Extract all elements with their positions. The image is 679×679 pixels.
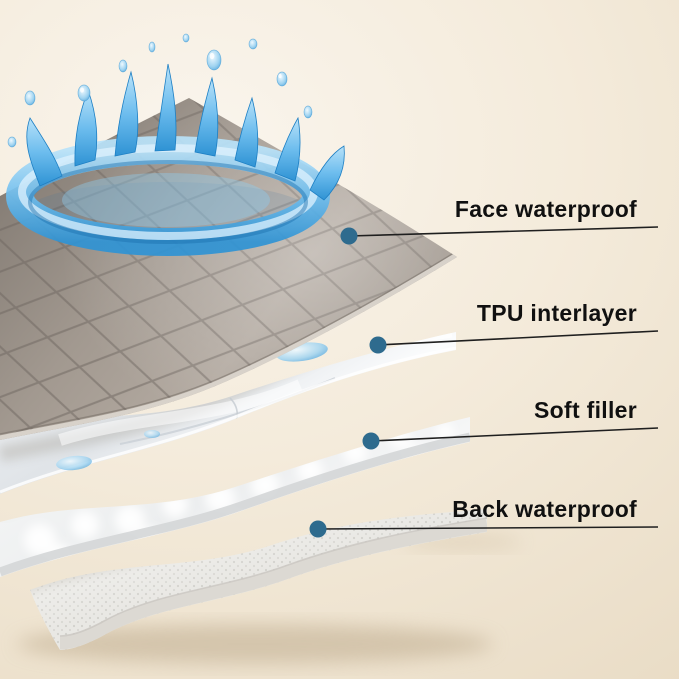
callout-back-waterproof: Back waterproof (309, 496, 659, 538)
callout-face-waterproof: Face waterproof (340, 196, 659, 245)
callout-line-tpu (377, 330, 659, 346)
callout-line-back (317, 526, 659, 530)
callout-line-filler (370, 427, 659, 442)
splash-crown (26, 63, 345, 201)
callout-soft-filler: Soft filler (362, 397, 659, 450)
callout-dot-tpu-icon (369, 336, 387, 354)
tpu-interlayer-layer (0, 332, 456, 494)
callout-label-face: Face waterproof (455, 196, 637, 222)
callout-label-filler: Soft filler (534, 397, 637, 423)
callout-dot-back-icon (309, 520, 327, 538)
callout-dot-face-icon (340, 227, 358, 245)
callout-dot-filler-icon (362, 432, 380, 450)
callout-tpu-interlayer: TPU interlayer (369, 300, 659, 354)
callout-label-back: Back waterproof (452, 496, 637, 522)
callout-label-tpu: TPU interlayer (477, 300, 637, 326)
callouts: Face waterproof TPU interlayer Soft fill… (309, 196, 659, 538)
water-splash (6, 33, 345, 256)
callout-line-face (348, 226, 659, 237)
droplet-highlights (80, 52, 282, 93)
